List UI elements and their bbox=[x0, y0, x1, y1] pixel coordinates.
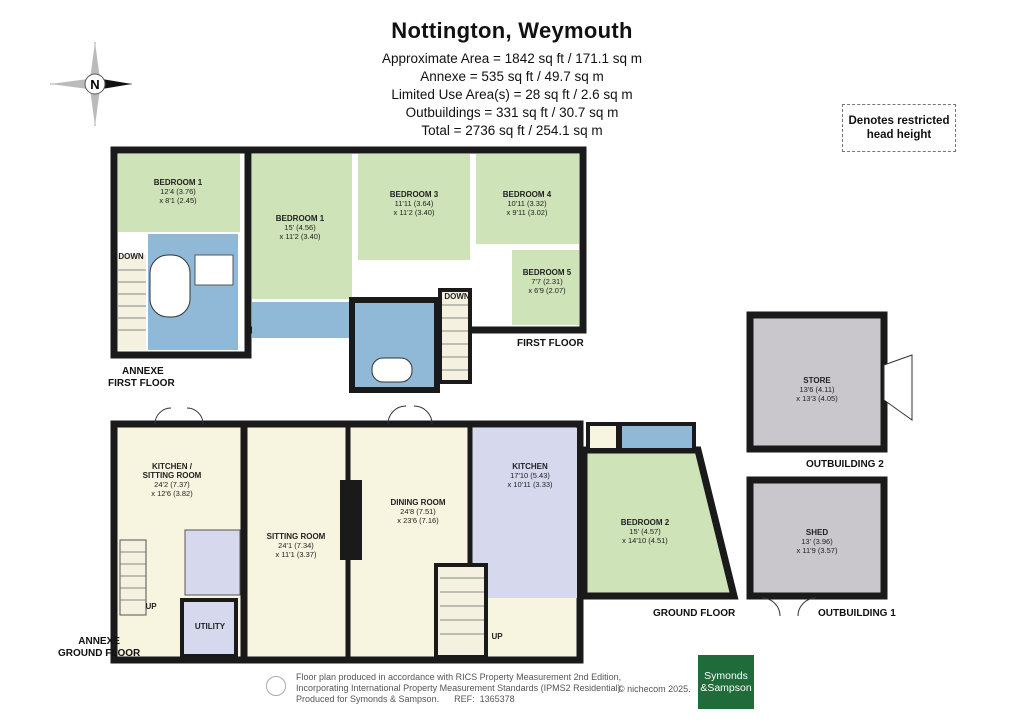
footer-credit: © nichecom 2025. bbox=[618, 684, 691, 694]
restricted-height-legend: Denotes restricted head height bbox=[842, 104, 956, 152]
footer-line-2: Incorporating International Property Mea… bbox=[296, 683, 624, 693]
brand-line-2: &Sampson bbox=[700, 682, 752, 694]
annexe-ground-floor bbox=[110, 407, 248, 664]
main-ground-floor bbox=[240, 405, 739, 664]
legend-line-1: Denotes restricted bbox=[848, 115, 950, 127]
brand-logo: Symonds&Sampson bbox=[698, 655, 754, 709]
area-annexe: Annexe = 535 sq ft / 49.7 sq m bbox=[420, 69, 604, 84]
main-first-floor bbox=[244, 146, 587, 393]
floor-label-first-floor: FIRST FLOOR bbox=[517, 338, 584, 349]
stair-label-first-down: DOWN bbox=[444, 292, 470, 301]
compass-icon: N bbox=[50, 42, 132, 126]
outbuilding-store bbox=[746, 311, 913, 453]
legend-line-2: head height bbox=[866, 129, 932, 141]
floor-label-outbuilding2: OUTBUILDING 2 bbox=[806, 459, 884, 470]
floor-label-ground-floor: GROUND FLOOR bbox=[653, 608, 736, 619]
stair-label-annexe-up: UP bbox=[145, 602, 157, 611]
footer-line-3: Produced for Symonds & Sampson. REF: 136… bbox=[296, 694, 515, 704]
stair-label-ground-up: UP bbox=[491, 632, 503, 641]
brand-line-1: Symonds bbox=[704, 670, 748, 682]
area-total: Total = 2736 sq ft / 254.1 sq m bbox=[421, 123, 603, 138]
accessibility-person-icon bbox=[266, 676, 286, 696]
area-limited-use: Limited Use Area(s) = 28 sq ft / 2.6 sq … bbox=[391, 87, 633, 102]
area-approximate: Approximate Area = 1842 sq ft / 171.1 sq… bbox=[381, 51, 643, 66]
compass-letter: N bbox=[90, 77, 99, 92]
footer-disclaimer: Floor plan produced in accordance with R… bbox=[296, 672, 656, 705]
footer-line-1: Floor plan produced in accordance with R… bbox=[296, 672, 622, 682]
outbuilding-shed bbox=[746, 476, 888, 617]
page-title: Nottington, Weymouth bbox=[391, 18, 633, 43]
stair-label-annexe-down: DOWN bbox=[118, 252, 144, 261]
floor-label-outbuilding1: OUTBUILDING 1 bbox=[818, 608, 896, 619]
area-summary: Approximate Area = 1842 sq ft / 171.1 sq… bbox=[300, 50, 724, 140]
area-outbuildings: Outbuildings = 331 sq ft / 30.7 sq m bbox=[405, 105, 619, 120]
room-label-utility: UTILITY bbox=[194, 622, 226, 631]
